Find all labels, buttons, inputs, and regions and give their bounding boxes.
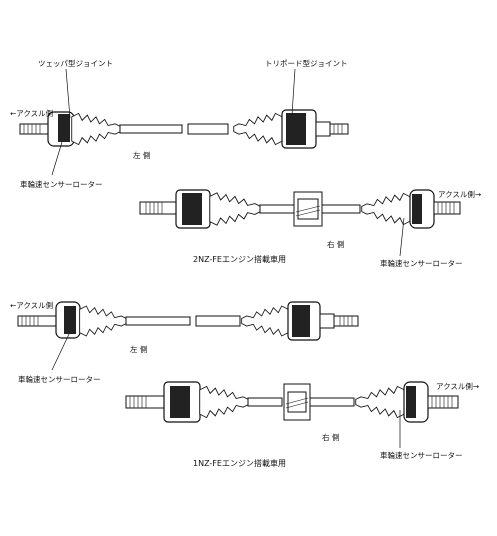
label-axle-side-top-right: アクスル側→ xyxy=(438,189,481,199)
label-tulip-joint: ツェッパ型ジョイント xyxy=(38,59,113,68)
label-axle-side-top-left: ←アクスル側 xyxy=(10,108,53,118)
shaft-2nz-right xyxy=(139,189,461,229)
label-left-side-1: 左 側 xyxy=(133,150,150,160)
label-axle-side-bottom-right: アクスル側→ xyxy=(436,381,479,391)
label-axle-side-bottom-left: ←アクスル側 xyxy=(10,300,53,310)
label-right-side-2: 右 側 xyxy=(322,432,339,442)
label-sensor-rotor-3: 車輪速センサーローター xyxy=(18,374,101,384)
label-right-side-1: 右 側 xyxy=(327,239,344,249)
caption-2nz: 2NZ-FEエンジン搭載車用 xyxy=(193,254,286,264)
label-tripod-joint: トリポード型ジョイント xyxy=(265,59,348,68)
label-left-side-2: 左 側 xyxy=(130,344,147,354)
label-sensor-rotor-1: 車輪速センサーローター xyxy=(20,179,103,189)
label-sensor-rotor-4: 車輪速センサーローター xyxy=(380,450,463,460)
label-sensor-rotor-2: 車輪速センサーローター xyxy=(380,258,463,268)
caption-1nz: 1NZ-FEエンジン搭載車用 xyxy=(193,458,286,468)
shaft-2nz-left xyxy=(19,109,349,149)
shaft-1nz-left xyxy=(17,301,359,341)
shaft-1nz-right xyxy=(125,381,459,423)
